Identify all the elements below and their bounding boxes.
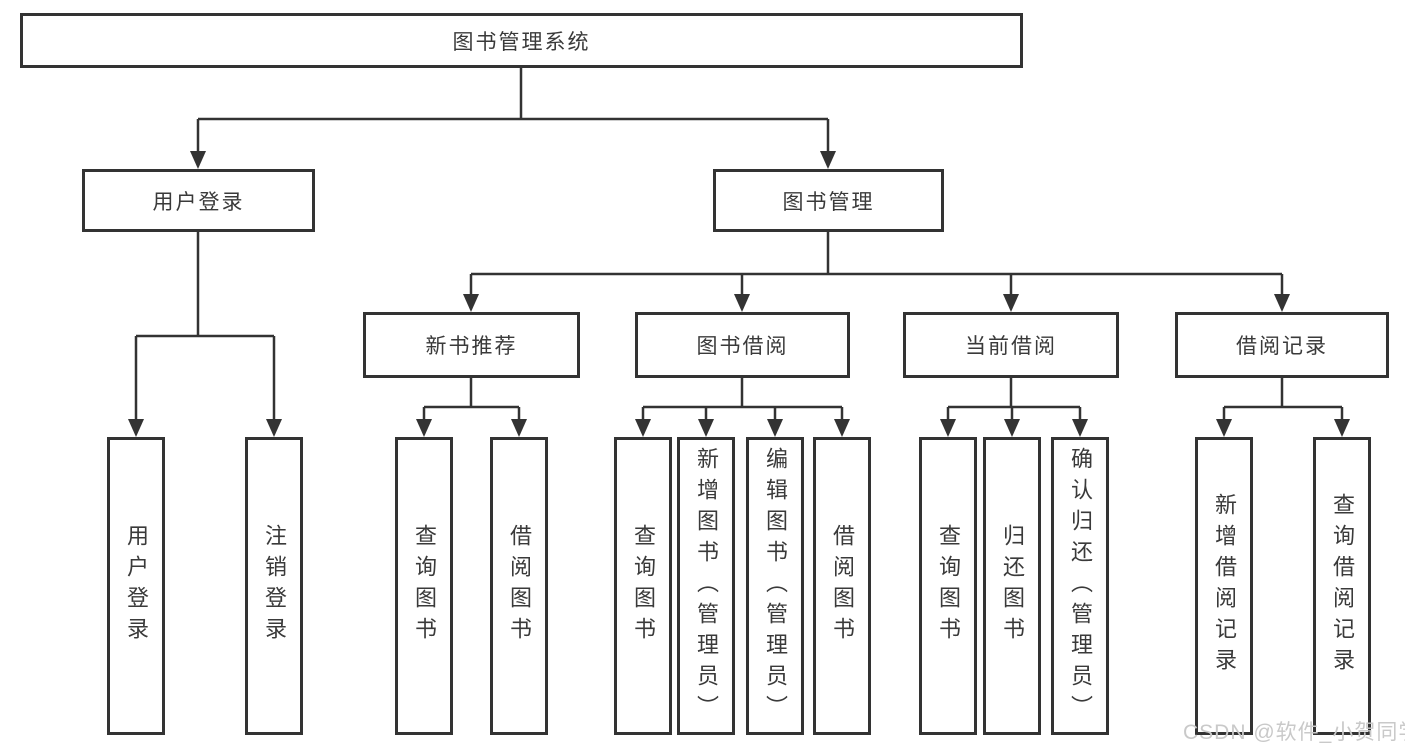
- node-current-borrowing: 当前借阅: [903, 312, 1119, 378]
- node-library-management-system: 图书管理系统: [20, 13, 1023, 68]
- node-book-management: 图书管理: [713, 169, 944, 232]
- leaf-label: 借阅图书: [830, 524, 855, 648]
- leaf-search-books-borrowing: 查询图书: [614, 437, 672, 735]
- node-new-book-recommendation: 新书推荐: [363, 312, 580, 378]
- leaf-label: 查询图书: [412, 524, 437, 648]
- leaf-label: 确认归还（管理员）: [1068, 446, 1093, 726]
- leaf-search-books-recommend: 查询图书: [395, 437, 453, 735]
- node-borrowing-records: 借阅记录: [1175, 312, 1389, 378]
- leaf-label: 注销登录: [262, 524, 287, 648]
- leaf-label: 用户登录: [124, 524, 149, 648]
- leaf-confirm-return-admin: 确认归还（管理员）: [1051, 437, 1109, 735]
- leaf-label: 编辑图书（管理员）: [763, 446, 788, 726]
- leaf-borrow-books-borrowing: 借阅图书: [813, 437, 871, 735]
- leaf-search-books-current: 查询图书: [919, 437, 977, 735]
- node-book-borrowing: 图书借阅: [635, 312, 850, 378]
- leaf-label: 新增图书（管理员）: [694, 446, 719, 726]
- node-label: 新书推荐: [425, 335, 518, 358]
- leaf-add-borrow-record: 新增借阅记录: [1195, 437, 1253, 735]
- node-label: 图书管理系统: [452, 30, 591, 54]
- leaf-borrow-books-recommend: 借阅图书: [490, 437, 548, 735]
- node-label: 图书管理: [782, 190, 875, 214]
- arrowhead-icons: [128, 151, 1350, 437]
- leaf-label: 借阅图书: [507, 524, 532, 648]
- leaf-user-login: 用户登录: [107, 437, 165, 735]
- node-label: 用户登录: [152, 190, 245, 214]
- csdn-watermark: CSDN @软件_小贺同学: [1183, 721, 1405, 744]
- leaf-return-book: 归还图书: [983, 437, 1041, 735]
- leaf-label: 新增借阅记录: [1212, 493, 1237, 679]
- leaf-label: 查询借阅记录: [1330, 493, 1355, 679]
- node-user-login: 用户登录: [82, 169, 315, 232]
- leaf-edit-book-admin: 编辑图书（管理员）: [746, 437, 804, 735]
- leaf-logout: 注销登录: [245, 437, 303, 735]
- leaf-search-borrow-record: 查询借阅记录: [1313, 437, 1371, 735]
- leaf-label: 查询图书: [936, 524, 961, 648]
- leaf-add-book-admin: 新增图书（管理员）: [677, 437, 735, 735]
- node-label: 当前借阅: [965, 335, 1057, 358]
- leaf-label: 归还图书: [1000, 524, 1025, 648]
- node-label: 借阅记录: [1236, 335, 1328, 358]
- leaf-label: 查询图书: [631, 524, 656, 648]
- node-label: 图书借阅: [696, 335, 789, 358]
